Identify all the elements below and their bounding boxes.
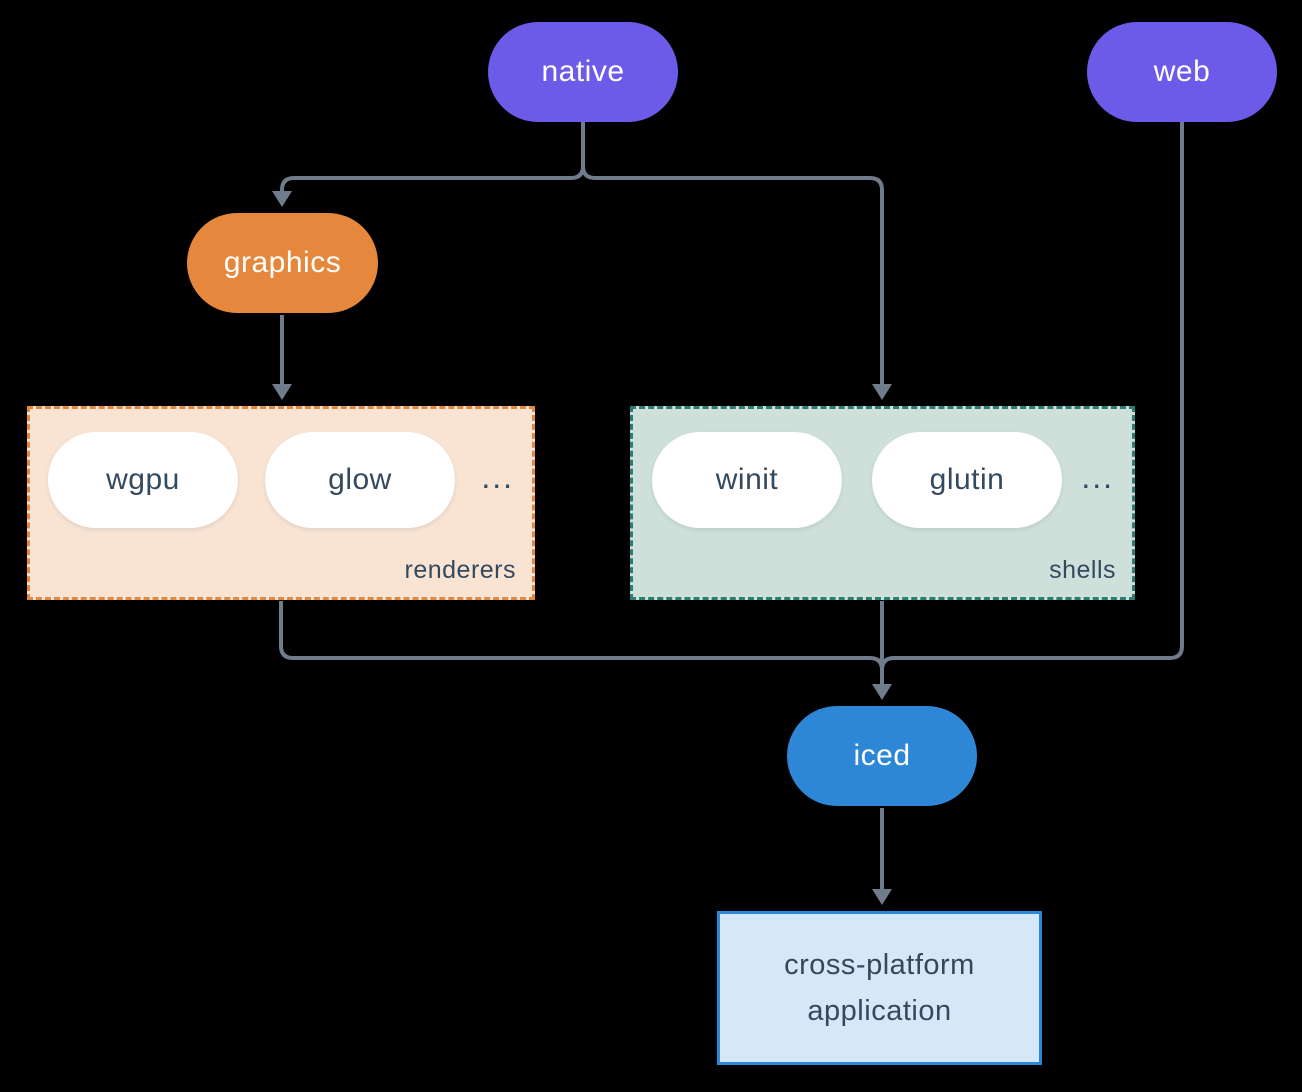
node-glow-label: glow — [328, 463, 392, 496]
connector-web-to-iced — [880, 122, 1184, 685]
node-graphics-label: graphics — [223, 246, 342, 279]
node-iced-label: iced — [853, 739, 911, 772]
node-web-label: web — [1153, 55, 1211, 88]
group-shells: winit glutin ... shells — [630, 406, 1135, 600]
connector-renderers-to-iced — [279, 601, 884, 685]
arrowhead-renderers — [272, 384, 292, 400]
node-wgpu: wgpu — [48, 432, 238, 528]
node-glutin-label: glutin — [929, 463, 1005, 496]
node-cross-platform-application: cross-platform application — [717, 911, 1042, 1065]
connector-native-to-shells — [581, 122, 884, 385]
node-glow: glow — [265, 432, 455, 528]
node-web: web — [1087, 22, 1277, 122]
node-winit: winit — [652, 432, 842, 528]
node-iced: iced — [787, 706, 977, 806]
arrowhead-app — [872, 889, 892, 905]
renderers-ellipsis: ... — [481, 459, 514, 495]
shells-ellipsis: ... — [1081, 459, 1114, 495]
arrowhead-shells — [872, 384, 892, 400]
node-wgpu-label: wgpu — [106, 463, 180, 496]
arrowhead-graphics — [272, 191, 292, 207]
app-label-line2: application — [807, 995, 952, 1027]
group-renderers: wgpu glow ... renderers — [27, 406, 535, 600]
node-native: native — [488, 22, 678, 122]
group-shells-label: shells — [1049, 556, 1116, 584]
node-winit-label: winit — [715, 463, 779, 496]
group-renderers-label: renderers — [404, 556, 516, 584]
node-glutin: glutin — [872, 432, 1062, 528]
arrowhead-iced — [872, 684, 892, 700]
connector-native-to-graphics — [280, 122, 585, 192]
node-graphics: graphics — [187, 213, 378, 313]
app-label-line1: cross-platform — [784, 949, 975, 981]
node-native-label: native — [541, 55, 625, 88]
